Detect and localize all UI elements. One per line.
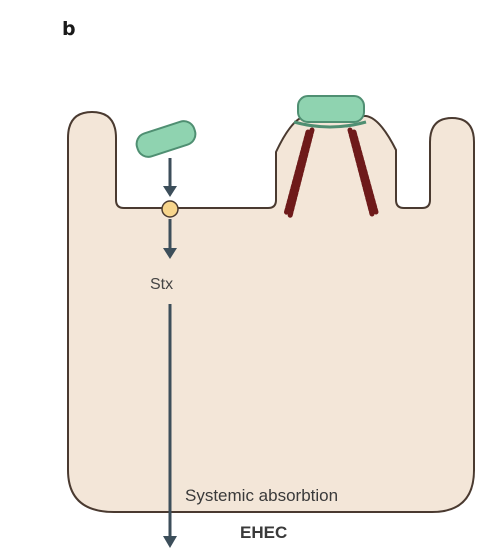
attached-bacterium (298, 96, 364, 122)
panel-letter: b (62, 18, 76, 40)
receptor (162, 201, 178, 217)
secretion-arrowhead (163, 186, 177, 197)
systemic-absorption-arrowhead (163, 536, 177, 548)
pathogen-label: EHEC (240, 523, 287, 543)
free-bacterium (134, 118, 198, 159)
absorption-label: Systemic absorbtion (185, 486, 338, 506)
intestinal-tissue (68, 112, 474, 512)
toxin-label: Stx (150, 276, 173, 294)
